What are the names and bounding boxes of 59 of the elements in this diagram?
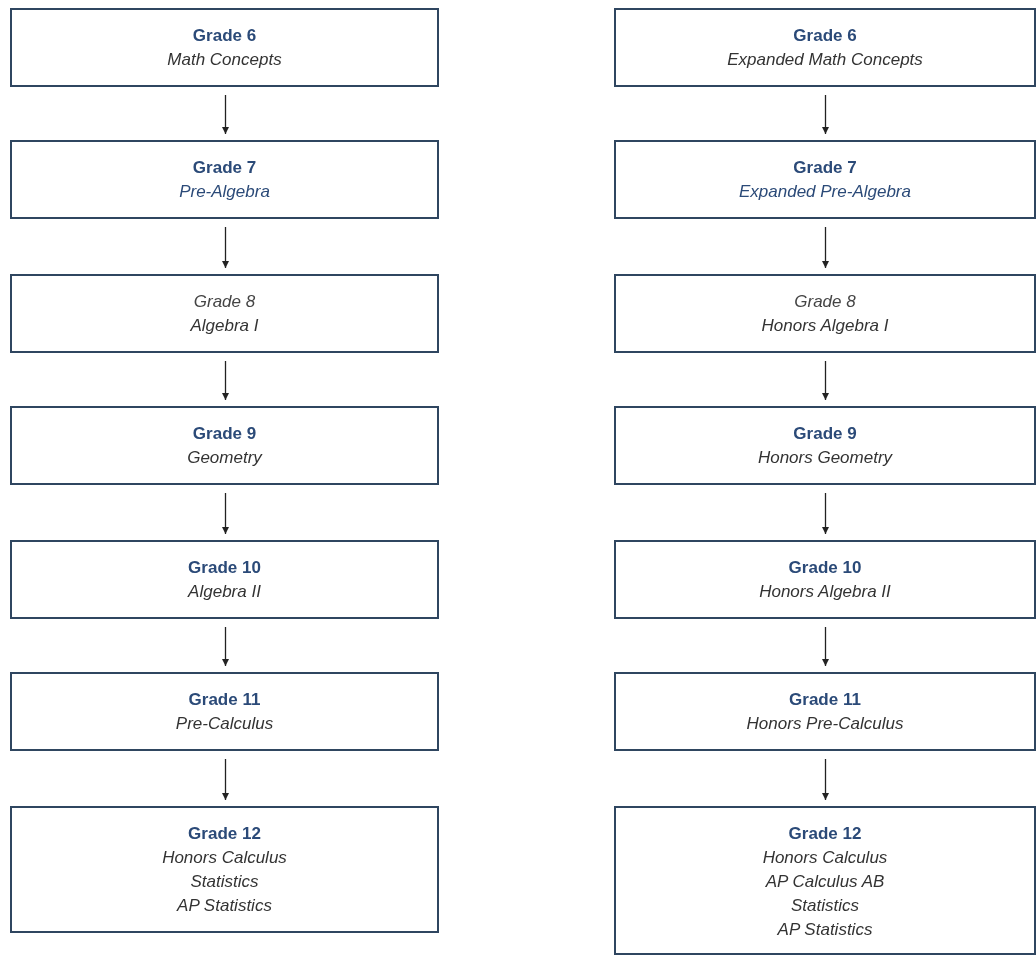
grade-heading: Grade 8 xyxy=(193,291,256,313)
grade-heading: Grade 6 xyxy=(793,25,857,47)
course-box xyxy=(614,806,1036,955)
course-name: AP Statistics xyxy=(777,919,873,941)
course-box xyxy=(614,672,1036,751)
arrow xyxy=(222,626,229,667)
course-box xyxy=(614,274,1036,353)
grade-heading: Grade 6 xyxy=(192,25,257,47)
course-name: Algebra II xyxy=(188,581,261,603)
course-name: AP Statistics xyxy=(177,895,272,917)
course-box xyxy=(10,406,439,485)
grade-heading: Grade 9 xyxy=(793,423,857,445)
arrow xyxy=(222,360,229,401)
course-name: Honors Calculus xyxy=(762,847,888,869)
course-name: Statistics xyxy=(190,871,259,893)
grade-heading: Grade 7 xyxy=(192,157,257,179)
grade-heading: Grade 11 xyxy=(188,689,261,711)
course-name: AP Calculus AB xyxy=(765,871,885,893)
arrow xyxy=(822,226,829,269)
arrow xyxy=(822,626,829,667)
course-name: Expanded Math Concepts xyxy=(727,49,923,71)
course-name: Pre-Calculus xyxy=(175,713,274,735)
course-name: Algebra I xyxy=(190,315,259,337)
course-box xyxy=(614,8,1036,87)
course-name: Honors Algebra II xyxy=(759,581,891,603)
grade-heading: Grade 7 xyxy=(793,157,857,179)
arrow xyxy=(222,758,229,801)
course-box xyxy=(10,540,439,619)
course-name: Honors Calculus xyxy=(162,847,287,869)
grade-heading: Grade 12 xyxy=(788,823,862,845)
course-box xyxy=(10,806,439,933)
arrow xyxy=(822,758,829,801)
course-box xyxy=(10,8,439,87)
grade-heading: Grade 9 xyxy=(192,423,257,445)
course-name: Honors Algebra I xyxy=(761,315,889,337)
course-name: Expanded Pre-Algebra xyxy=(739,181,911,203)
arrow xyxy=(822,492,829,535)
course-box xyxy=(10,672,439,751)
grade-heading: Grade 12 xyxy=(188,823,261,845)
arrow xyxy=(222,94,229,135)
course-name: Math Concepts xyxy=(167,49,282,71)
course-box xyxy=(10,140,439,219)
grade-heading: Grade 10 xyxy=(188,557,261,579)
course-box xyxy=(614,540,1036,619)
course-name: Honors Pre-Calculus xyxy=(746,713,904,735)
arrow xyxy=(222,492,229,535)
course-name: Geometry xyxy=(187,447,262,469)
arrow xyxy=(222,226,229,269)
course-name: Pre-Algebra xyxy=(179,181,270,203)
arrow xyxy=(822,360,829,401)
course-name: Statistics xyxy=(791,895,859,917)
course-box xyxy=(614,406,1036,485)
course-box xyxy=(614,140,1036,219)
grade-heading: Grade 8 xyxy=(794,291,856,313)
course-box xyxy=(10,274,439,353)
course-name: Honors Geometry xyxy=(757,447,893,469)
arrow xyxy=(822,94,829,135)
grade-heading: Grade 10 xyxy=(788,557,862,579)
grade-heading: Grade 11 xyxy=(789,689,861,711)
